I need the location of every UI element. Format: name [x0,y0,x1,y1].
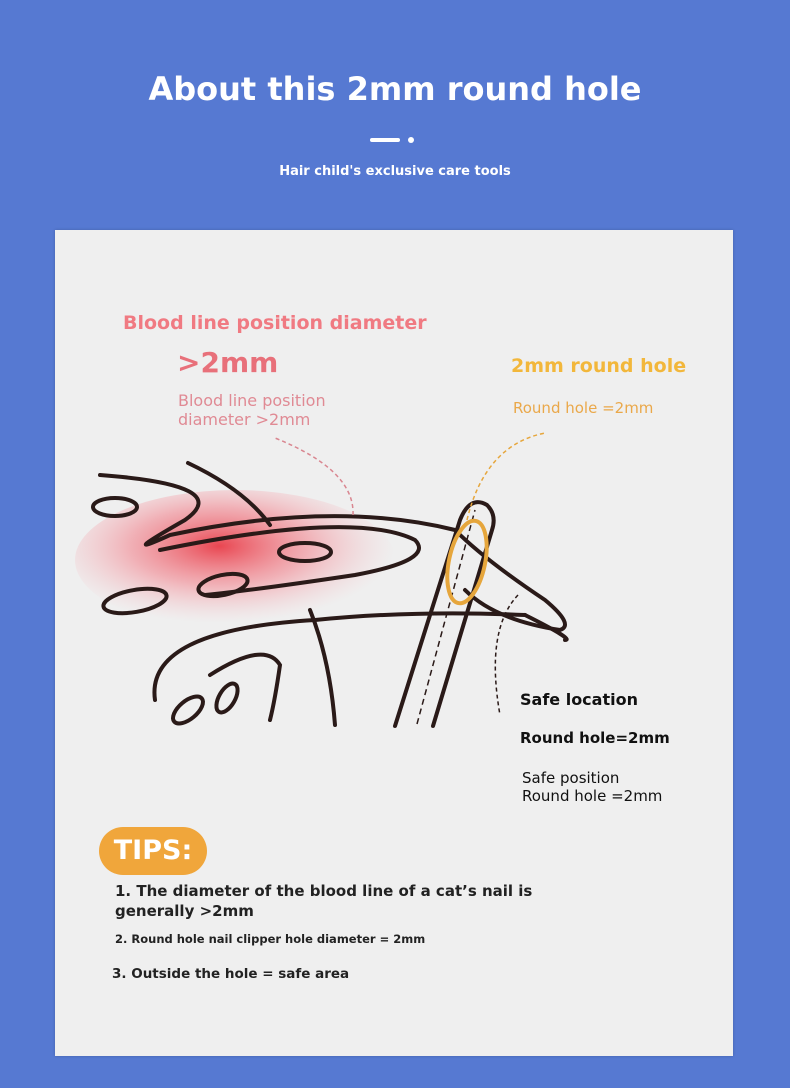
nail-diagram [75,432,569,728]
divider-dot [408,137,414,143]
round-hole-heading: 2mm round hole [511,355,687,377]
safe-subheading: Round hole=2mm [520,729,670,747]
divider-dash [370,138,400,142]
round-hole-marker [445,518,489,606]
diagram-card: Blood line position diameter >2mm Blood … [55,230,733,1056]
round-hole-caption: Round hole =2mm [513,399,654,417]
tip-1: 1. The diameter of the blood line of a c… [115,882,533,920]
page-title: About this 2mm round hole [148,70,642,108]
blood-line-caption: Blood line position diameter >2mm [178,391,326,429]
clipper-blade [393,500,496,728]
blood-line-area [75,490,395,630]
safe-heading: Safe location [520,690,638,709]
page-subtitle: Hair child's exclusive care tools [279,164,511,179]
tip-2: 2. Round hole nail clipper hole diameter… [115,932,426,946]
safe-caption: Safe position Round hole =2mm [522,769,663,805]
blood-line-value: >2mm [177,346,279,379]
tips-badge: TIPS: [99,827,207,875]
tip-3: 3. Outside the hole = safe area [112,966,350,982]
blood-line-heading: Blood line position diameter [123,312,427,334]
